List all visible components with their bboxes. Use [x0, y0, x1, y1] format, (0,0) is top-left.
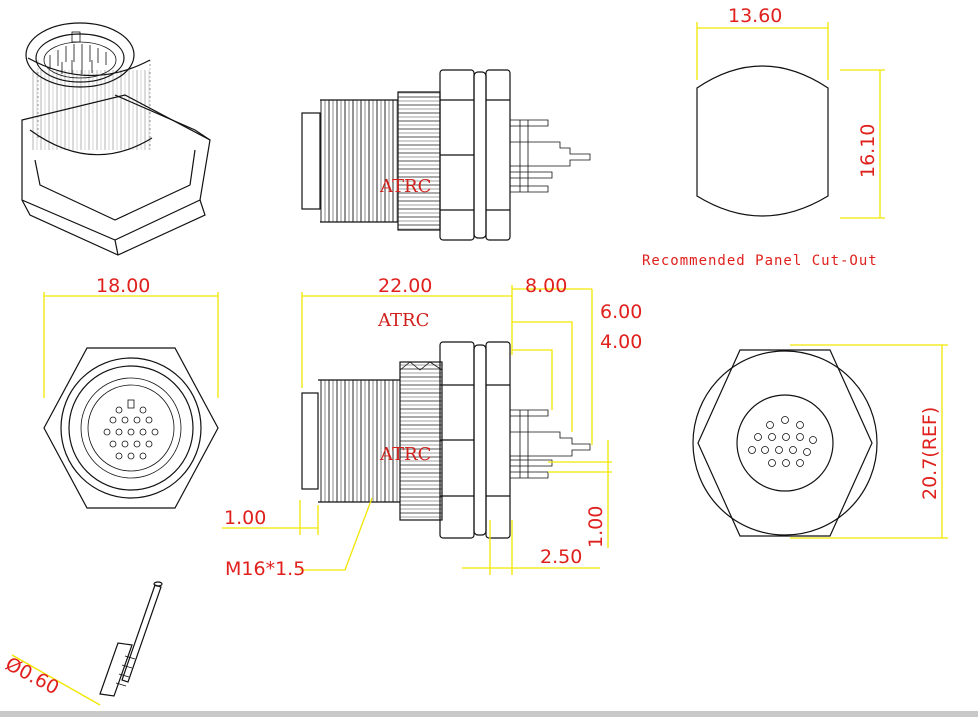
watermark-mid: ATRC [377, 310, 429, 331]
front-view-left [43, 292, 219, 509]
side-view-dimensioned [222, 285, 612, 575]
dim-13-60: 13.60 [728, 5, 782, 27]
dim-18-00: 18.00 [96, 275, 150, 297]
dim-1-00-right: 1.00 [585, 506, 607, 548]
watermark-low: ATRC [379, 444, 431, 465]
dim-20-7-ref: 20.7(REF) [919, 407, 941, 500]
dim-1-00-left: 1.00 [224, 507, 266, 529]
side-view-top [301, 69, 591, 241]
bottom-scroll-bar [0, 711, 978, 717]
dim-8-00: 8.00 [525, 275, 567, 297]
rear-view-right [692, 344, 948, 539]
panel-cutout-view [696, 22, 885, 219]
thread-spec: M16*1.5 [225, 558, 305, 580]
dim-4-00: 4.00 [600, 331, 642, 353]
dim-22-00: 22.00 [378, 275, 432, 297]
dim-16-10: 16.10 [857, 124, 879, 178]
panel-cutout-label: Recommended Panel Cut-Out [642, 253, 878, 269]
dim-6-00: 6.00 [600, 301, 642, 323]
pin-contact-icon [11, 581, 163, 706]
dim-pin-diameter: Ø0.60 [2, 653, 63, 699]
watermark-top: ATRC [379, 176, 431, 197]
connector-3d-icon [21, 22, 211, 256]
dim-2-50: 2.50 [540, 546, 582, 568]
